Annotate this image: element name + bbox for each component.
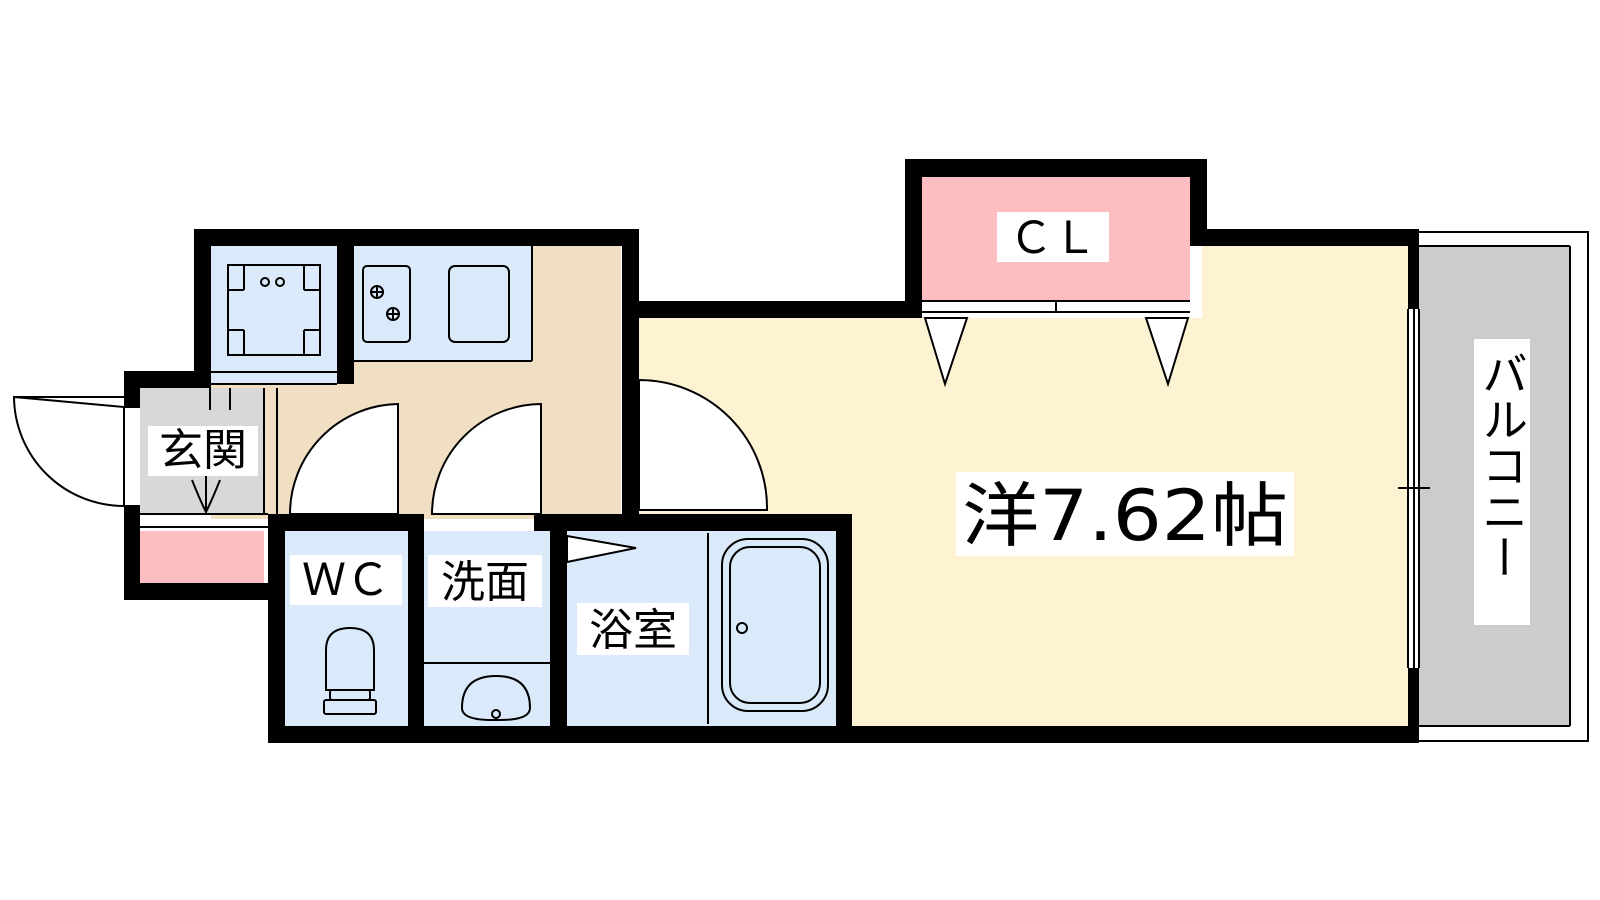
living-door: [638, 378, 769, 511]
balcony-label-bg: [1474, 339, 1530, 625]
entrance-inner-door: [191, 388, 231, 515]
yoshitsu-label: 洋7.62帖: [962, 475, 1288, 557]
toilet-icon: [323, 626, 377, 715]
balcony-label: バルコニー: [1475, 350, 1529, 580]
washroom-door: [430, 402, 542, 515]
yokushitsu-label-bg: [577, 603, 689, 655]
wc-label-bg: [290, 555, 402, 605]
genkan-label-bg: [148, 426, 258, 476]
washbasin-icon: [460, 674, 532, 721]
shoe-box: [140, 531, 264, 583]
closet-label-bg: [997, 212, 1109, 262]
closet-label: ＣＬ: [1009, 213, 1097, 264]
yokushitsu-label: 浴室: [589, 605, 677, 656]
bathroom-door: [566, 534, 637, 564]
walls: [124, 159, 1419, 743]
bathtub-icon: [707, 533, 829, 724]
stove-icon: [362, 265, 411, 343]
fridge-space: [211, 246, 337, 384]
senmen-label-bg: [428, 555, 542, 607]
fridge-icon: [227, 264, 321, 356]
entrance-door: [12, 395, 140, 508]
wc-door: [288, 402, 399, 515]
closet-doors: [923, 317, 1190, 388]
senmen-label: 洗面: [441, 557, 529, 608]
wc-label: ＷＣ: [302, 555, 390, 606]
yoshitsu-label-bg: [956, 472, 1294, 556]
kitchen-sink-icon: [448, 265, 510, 343]
sink-counter: [354, 246, 532, 361]
genkan-label: 玄関: [159, 425, 247, 476]
